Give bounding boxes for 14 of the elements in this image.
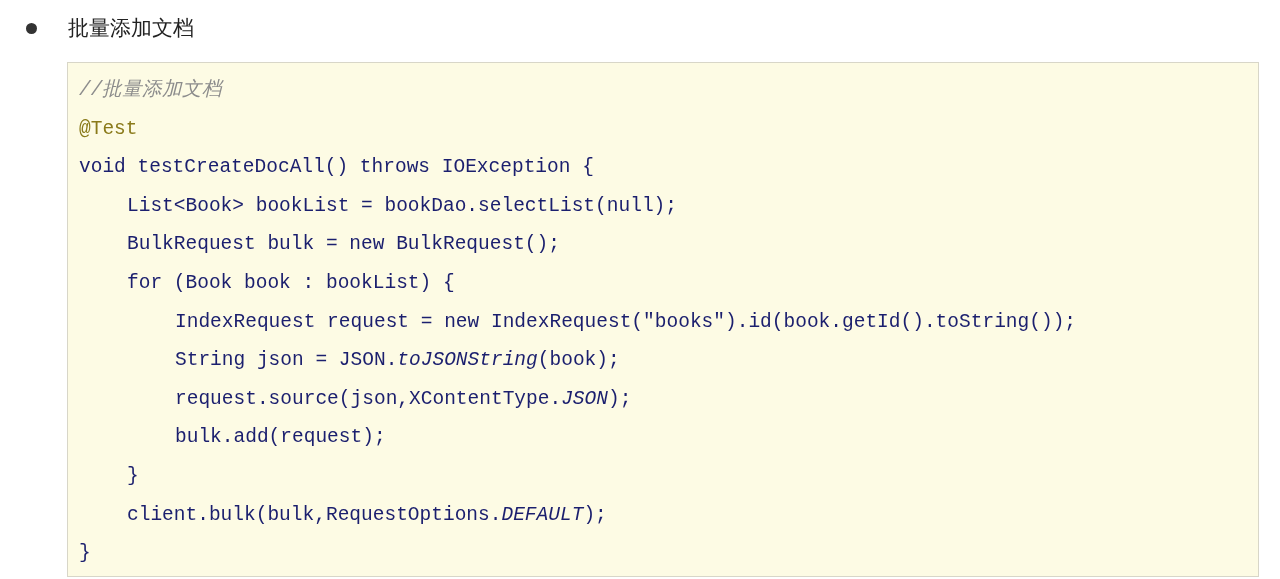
code-line: List<Book> bookList = bookDao.selectList(null); [127,193,677,218]
code-line: void testCreateDocAll() throws IOException { [79,155,594,180]
code-line: String json = JSON.toJSONString(book); [175,348,620,373]
code-comment: //批量添加文档 [79,78,223,102]
heading: 批量添加文档 [68,15,194,42]
code-line: IndexRequest request = new IndexRequest("books").id(book.getId().toString()); [175,309,1077,334]
code-line: bulk.add(request); [175,425,386,450]
code-line: client.bulk(bulk,RequestOptions.DEFAULT); [127,502,607,527]
code-line: request.source(json,XContentType.JSON); [175,386,632,411]
code-line: BulkRequest bulk = new BulkRequest(); [127,232,560,257]
code-line: } [127,464,139,488]
code-line: } [79,541,91,566]
code-line: for (Book book : bookList) { [127,271,455,295]
code-line: @Test [79,116,138,141]
